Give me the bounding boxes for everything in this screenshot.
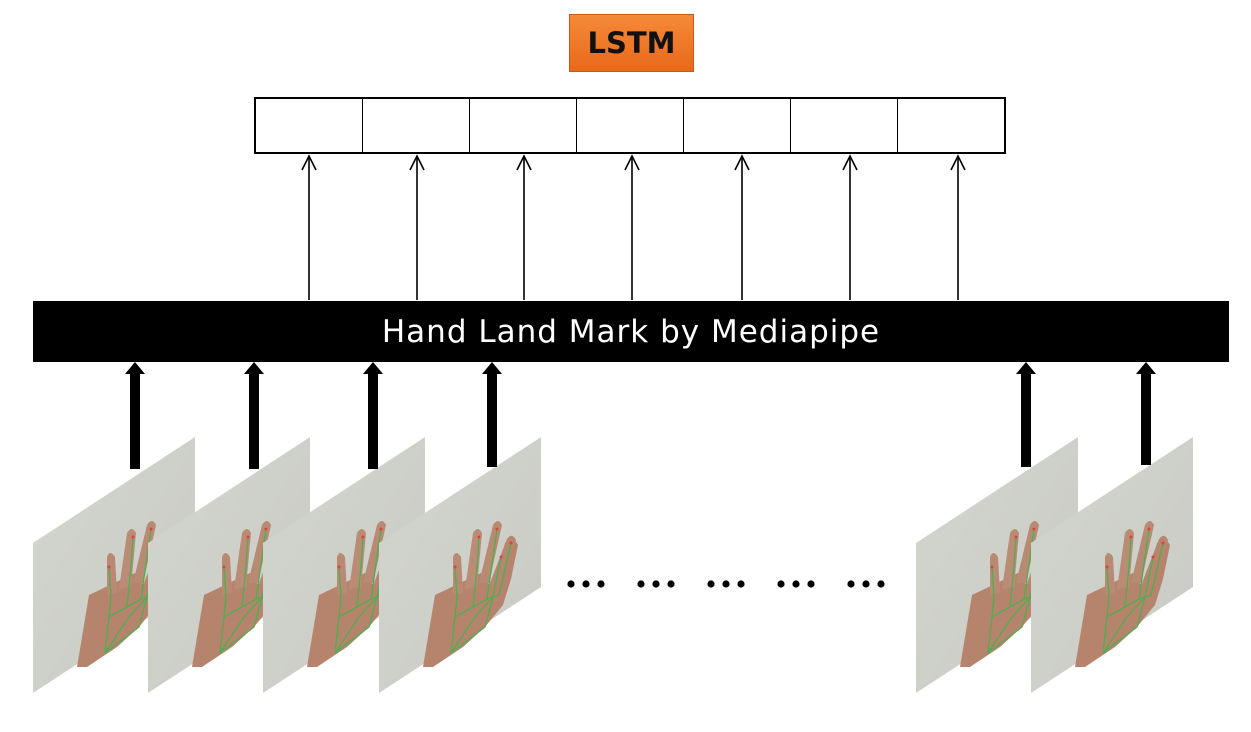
feature-arrow <box>950 154 966 300</box>
lstm-cell <box>684 99 791 152</box>
feature-arrow <box>734 154 750 300</box>
feature-arrow <box>409 154 425 300</box>
lstm-cell <box>577 99 684 152</box>
input-arrow <box>363 362 383 469</box>
input-arrow <box>244 362 264 469</box>
lstm-cell <box>256 99 363 152</box>
lstm-cell <box>791 99 898 152</box>
ellipsis <box>567 580 885 588</box>
lstm-cell <box>470 99 577 152</box>
input-arrow <box>1136 362 1156 465</box>
input-arrow <box>482 362 502 467</box>
input-arrow <box>1016 362 1036 467</box>
feature-arrow <box>842 154 858 300</box>
lstm-cell <box>363 99 470 152</box>
hand-frames-left <box>33 437 541 693</box>
frame-input-arrows <box>125 362 1156 469</box>
mediapipe-label: Hand Land Mark by Mediapipe <box>381 313 881 350</box>
feature-arrow <box>516 154 532 300</box>
feature-arrows <box>301 154 966 300</box>
hand-frames-right <box>916 437 1193 693</box>
feature-arrow <box>301 154 317 300</box>
feature-arrow <box>624 154 640 300</box>
input-arrow <box>125 362 145 469</box>
mediapipe-bar: Hand Land Mark by Mediapipe <box>33 301 1229 362</box>
lstm-label: LSTM <box>587 26 676 60</box>
lstm-sequence-cells <box>254 97 1006 154</box>
lstm-label-box: LSTM <box>569 14 694 72</box>
